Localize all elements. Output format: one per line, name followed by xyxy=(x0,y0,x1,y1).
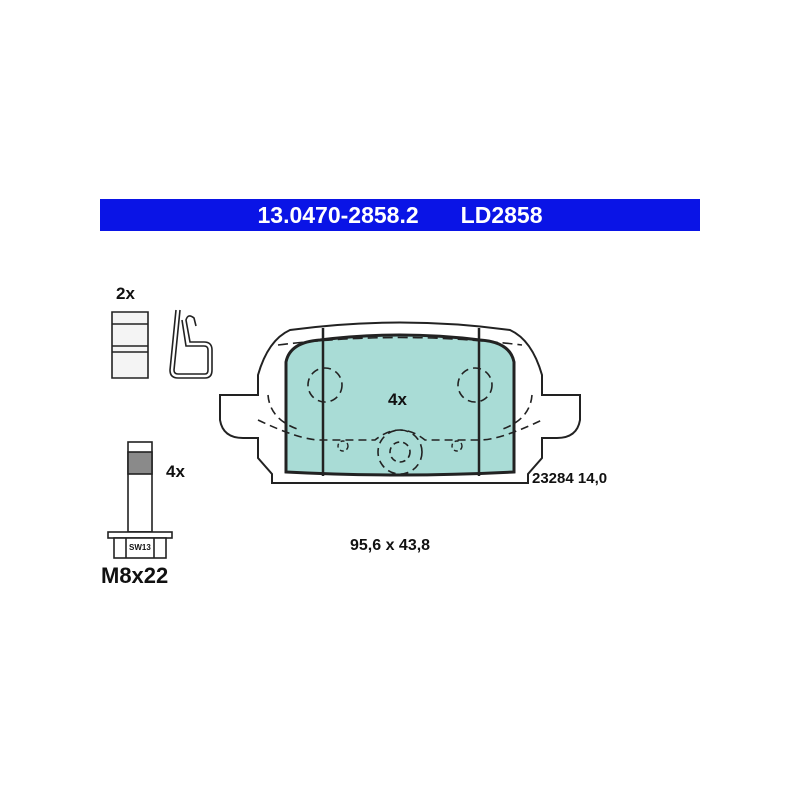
center-boss-inner xyxy=(389,441,411,463)
pad-dimensions: 95,6 x 43,8 xyxy=(350,537,431,554)
wire-spring-part xyxy=(169,309,213,379)
backing-plate-outline xyxy=(219,321,581,484)
small-hole-left xyxy=(337,440,349,452)
bolt-size: M8x22 xyxy=(101,563,169,588)
bolt-part xyxy=(107,441,173,559)
dashed-outline-top xyxy=(277,336,523,346)
part-number: 13.0470-2858.2 xyxy=(257,201,419,228)
spring-clip-part xyxy=(111,311,149,379)
dashed-outline-left xyxy=(267,394,301,431)
dashed-outline-right xyxy=(499,394,533,431)
pin-circle-right xyxy=(457,367,493,403)
wrench-size-label: SW13 xyxy=(129,543,151,552)
reference-number: LD2858 xyxy=(460,201,543,228)
pad-quantity: 4x xyxy=(388,390,407,409)
dashed-outline-lower xyxy=(257,419,543,441)
center-boss-outer xyxy=(377,429,423,475)
brake-pad-drawing xyxy=(219,321,581,484)
small-hole-right xyxy=(451,440,463,452)
pin-circle-left xyxy=(307,367,343,403)
bolt-quantity: 4x xyxy=(166,462,185,481)
clip-quantity: 2x xyxy=(116,284,135,303)
title-bar: 13.0470-2858.2 LD2858 xyxy=(100,199,700,231)
wva-thickness: 23284 14,0 xyxy=(532,470,608,487)
